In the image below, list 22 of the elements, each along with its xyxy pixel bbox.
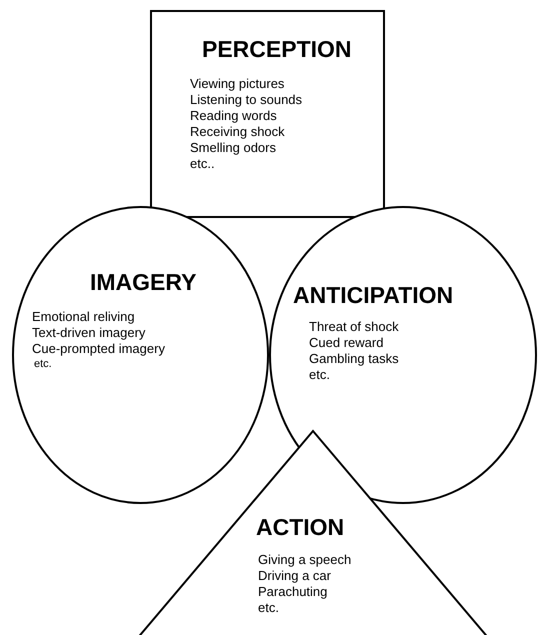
example-item: Driving a car	[258, 568, 331, 583]
example-item: Listening to sounds	[190, 92, 302, 107]
example-item: Cue-prompted imagery	[32, 341, 165, 356]
example-item: Giving a speech	[258, 552, 352, 567]
example-item: Cued reward	[309, 335, 384, 350]
category-heading: ACTION	[256, 514, 344, 541]
example-item: Smelling odors	[190, 140, 276, 155]
example-item: etc.	[258, 600, 279, 615]
category-heading: ANTICIPATION	[293, 282, 454, 309]
category-heading: IMAGERY	[90, 269, 196, 296]
example-item: Emotional reliving	[32, 309, 135, 324]
example-item: Parachuting	[258, 584, 328, 599]
example-item: Gambling tasks	[309, 351, 399, 366]
example-item: etc.	[34, 357, 52, 372]
example-item: Viewing pictures	[190, 76, 284, 91]
example-item: Text-driven imagery	[32, 325, 146, 340]
example-item: etc..	[190, 156, 215, 171]
example-item: Threat of shock	[309, 319, 399, 334]
example-item: etc.	[309, 367, 330, 382]
category-heading: PERCEPTION	[202, 36, 352, 63]
example-item: Receiving shock	[190, 124, 285, 139]
example-item: Reading words	[190, 108, 277, 123]
